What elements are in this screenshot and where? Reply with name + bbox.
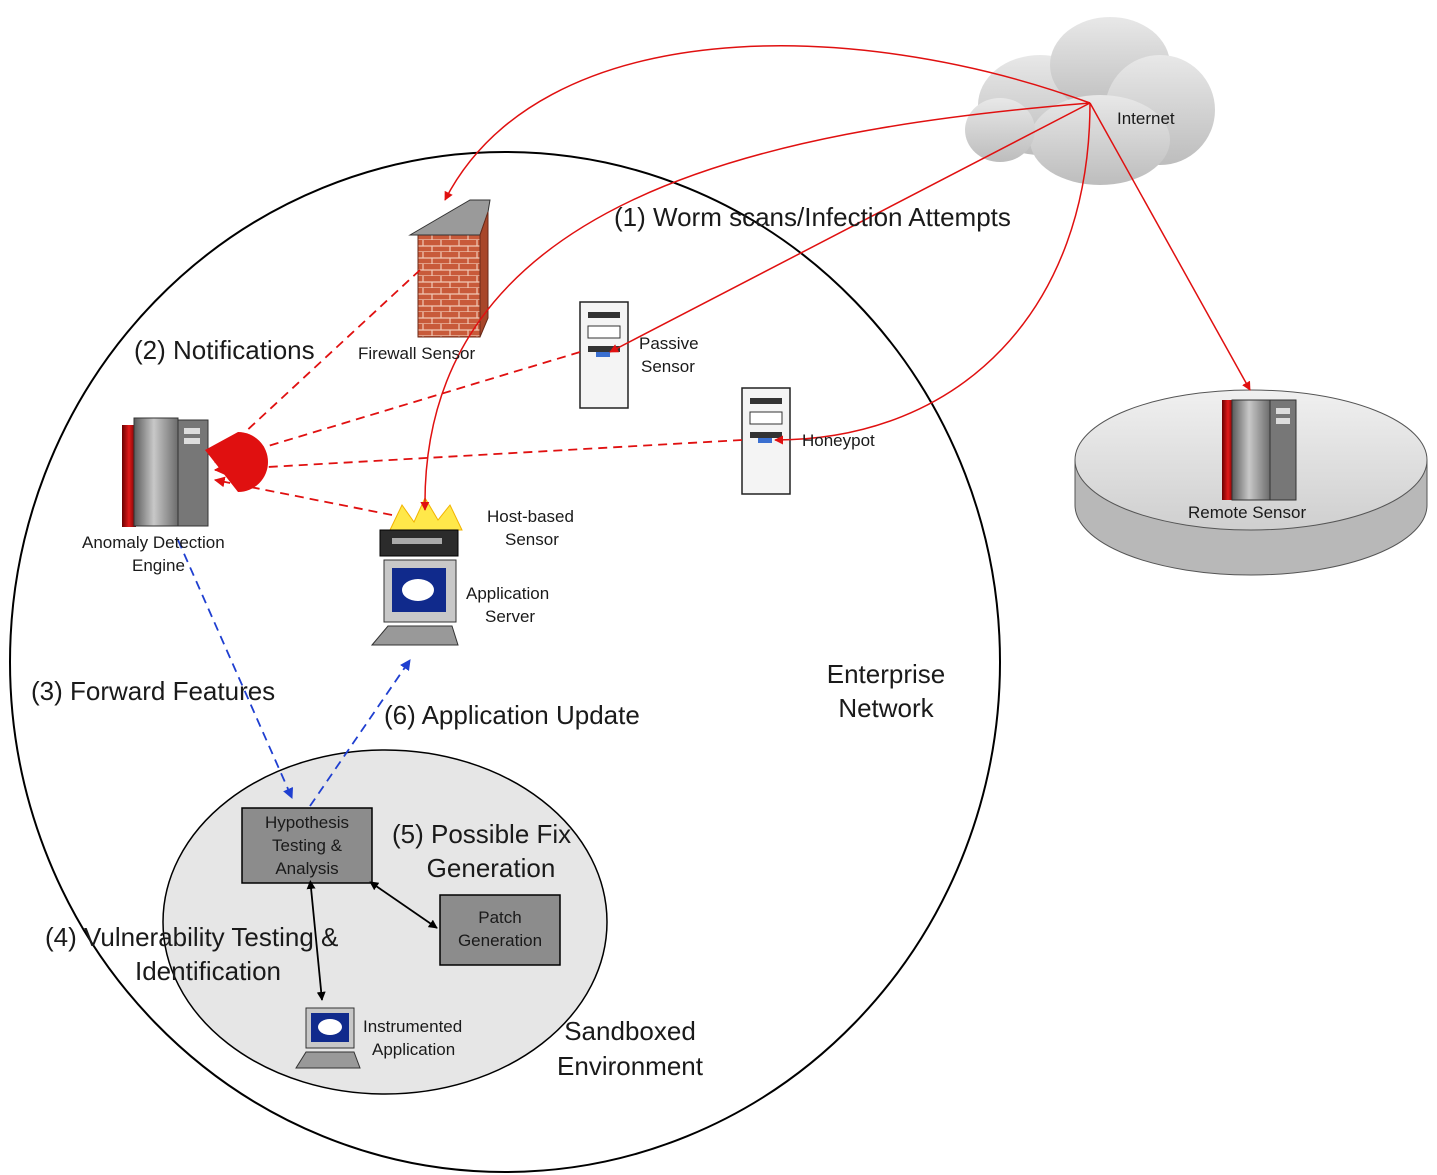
enterprise-label-1: Enterprise bbox=[827, 659, 946, 689]
passive-label-1: Passive bbox=[639, 334, 699, 353]
passive-sensor-icon bbox=[579, 301, 629, 409]
sandbox-arrows bbox=[306, 879, 438, 1001]
passive-label-2: Sensor bbox=[641, 357, 695, 376]
internet-label: Internet bbox=[1117, 109, 1175, 128]
attack-arrow-firewall bbox=[444, 45, 1091, 201]
attack-arrow-honeypot bbox=[774, 102, 1091, 445]
hypothesis-label-2: Testing & bbox=[272, 836, 343, 855]
attack-arrows bbox=[420, 45, 1251, 511]
remote-label: Remote Sensor bbox=[1188, 503, 1306, 522]
enterprise-network-boundary bbox=[9, 151, 1001, 1173]
anomaly-engine-icon bbox=[122, 417, 209, 527]
anomaly-label-1: Anomaly Detection bbox=[82, 533, 225, 552]
notification-convergence-mark bbox=[205, 432, 268, 492]
anomaly-label-2: Engine bbox=[132, 556, 185, 575]
honeypot-label: Honeypot bbox=[802, 431, 875, 450]
forward-features-arrow bbox=[177, 539, 294, 799]
instrumented-label-1: Instrumented bbox=[363, 1017, 462, 1036]
sandbox-label-1: Sandboxed bbox=[564, 1016, 696, 1046]
hypothesis-label-1: Hypothesis bbox=[265, 813, 349, 832]
step-5-label-2: Generation bbox=[427, 853, 556, 883]
application-server-icon bbox=[370, 496, 463, 646]
firewall-icon bbox=[408, 199, 491, 338]
remote-sensor-icon bbox=[1222, 399, 1297, 501]
patch-label-1: Patch bbox=[478, 908, 521, 927]
hypothesis-box bbox=[241, 807, 373, 884]
hostbased-label-1: Host-based bbox=[487, 507, 574, 526]
appserver-label-1: Application bbox=[466, 584, 549, 603]
instrumented-app-icon bbox=[295, 1007, 361, 1069]
patch-box bbox=[439, 894, 561, 966]
step-1-label: (1) Worm scans/Infection Attempts bbox=[614, 202, 1011, 232]
honeypot-icon bbox=[741, 387, 791, 495]
step-2-label: (2) Notifications bbox=[134, 335, 315, 365]
instrumented-label-2: Application bbox=[372, 1040, 455, 1059]
step-6-label: (6) Application Update bbox=[384, 700, 640, 730]
forward-arrows bbox=[177, 539, 411, 807]
step-4-label-1: (4) Vulnerability Testing & bbox=[45, 922, 338, 952]
step-4-label-2: Identification bbox=[135, 956, 281, 986]
attack-arrow-remote bbox=[1089, 102, 1251, 391]
step-3-label: (3) Forward Features bbox=[31, 676, 275, 706]
enterprise-label-2: Network bbox=[838, 693, 934, 723]
hostbased-label-2: Sensor bbox=[505, 530, 559, 549]
firewall-label: Firewall Sensor bbox=[358, 344, 475, 363]
sandbox-label-2: Environment bbox=[557, 1051, 704, 1081]
hypothesis-label-3: Analysis bbox=[275, 859, 338, 878]
cloud-icon bbox=[965, 17, 1215, 185]
step-5-label-1: (5) Possible Fix bbox=[392, 819, 571, 849]
appserver-label-2: Server bbox=[485, 607, 535, 626]
attack-arrow-appserver bbox=[420, 102, 1091, 511]
attack-arrow-passive bbox=[609, 102, 1091, 353]
patch-label-2: Generation bbox=[458, 931, 542, 950]
